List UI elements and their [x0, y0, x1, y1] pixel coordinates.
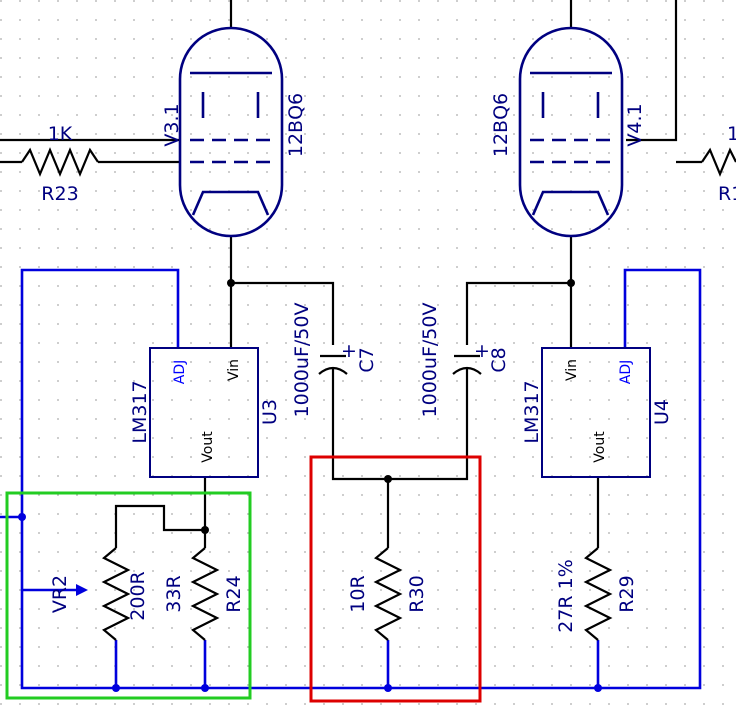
u3-pin-vout: Vout — [200, 431, 216, 463]
c8-plus: + — [474, 340, 490, 362]
vr2-ref: VR2 — [49, 575, 71, 613]
c7-ref: C7 — [356, 347, 378, 372]
r29-value: 27R 1% — [555, 559, 577, 633]
r1-value: 1 — [727, 123, 736, 145]
blue-junctions — [18, 513, 602, 692]
r30-value: 10R — [347, 575, 369, 612]
u4-pin-vout: Vout — [592, 431, 608, 463]
c8-value: 1000uF/50V — [419, 303, 441, 418]
r24-value: 33R — [163, 575, 185, 612]
tube-v4-symbol — [518, 26, 624, 238]
r30-ref: R30 — [406, 575, 428, 612]
c7-value: 1000uF/50V — [291, 303, 313, 418]
r24-ref: R24 — [223, 575, 245, 612]
black-junctions — [201, 279, 575, 534]
u4-ref: U4 — [651, 399, 673, 425]
r23-ref: R23 — [41, 183, 78, 205]
c7-plus: + — [341, 340, 357, 362]
capacitor-symbols — [318, 354, 482, 385]
regulator-u3-box — [149, 347, 259, 478]
u3-ref: U3 — [259, 399, 281, 425]
black-wires — [0, 0, 702, 548]
blue-wires — [0, 268, 702, 690]
r1-ref: R1 — [718, 183, 736, 205]
u4-part: LM317 — [521, 380, 543, 443]
red-highlight-box — [309, 455, 482, 703]
u4-pin-adj: ADJ — [618, 360, 634, 385]
c8-ref: C8 — [488, 347, 510, 372]
tube-v3-ref: V3.1 — [161, 103, 183, 146]
tube-v3-type: 12BQ6 — [285, 93, 307, 157]
vr2-value: 200R — [127, 571, 149, 620]
r29-ref: R29 — [616, 575, 638, 612]
u4-pin-vin: Vin — [564, 359, 580, 381]
resistor-symbols — [21, 147, 736, 641]
u3-pin-vin: Vin — [226, 359, 242, 381]
tube-v3-symbol — [178, 26, 284, 238]
green-highlight-box — [5, 491, 252, 700]
tube-v4-ref: V4.1 — [624, 103, 646, 146]
regulator-u4-box — [541, 347, 651, 478]
u3-pin-adj: ADJ — [172, 360, 188, 385]
r23-value: 1K — [48, 123, 73, 145]
tube-v4-type: 12BQ6 — [490, 93, 512, 157]
u3-part: LM317 — [129, 380, 151, 443]
